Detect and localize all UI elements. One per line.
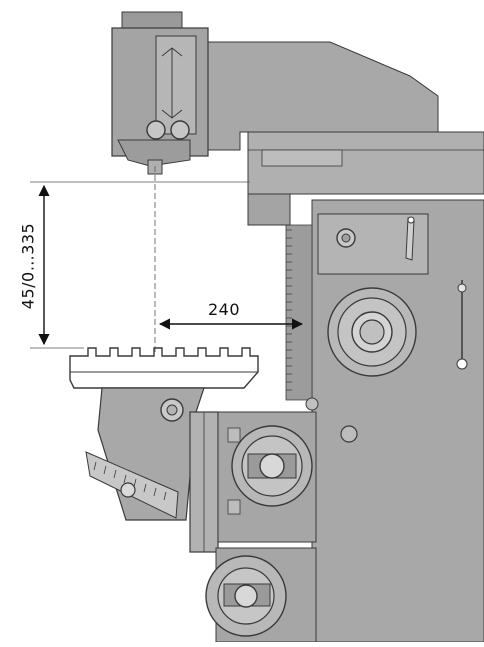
machine-column xyxy=(285,199,484,643)
lever-icon xyxy=(405,217,415,261)
milling-head xyxy=(111,11,209,175)
handwheel-bottom-icon xyxy=(205,547,317,643)
handwheel-main-icon xyxy=(327,287,417,377)
horizontal-dimension-label: 240 xyxy=(208,300,241,319)
handwheel-lower-icon xyxy=(231,425,313,507)
work-table xyxy=(69,347,259,389)
dimension-lines xyxy=(30,166,304,352)
overarm xyxy=(199,41,484,226)
tilting-bracket xyxy=(85,387,219,553)
spindle-knob-icon xyxy=(146,120,166,140)
knee-housing xyxy=(217,397,319,543)
vertical-dimension-label: 45/0…335 xyxy=(18,222,38,310)
